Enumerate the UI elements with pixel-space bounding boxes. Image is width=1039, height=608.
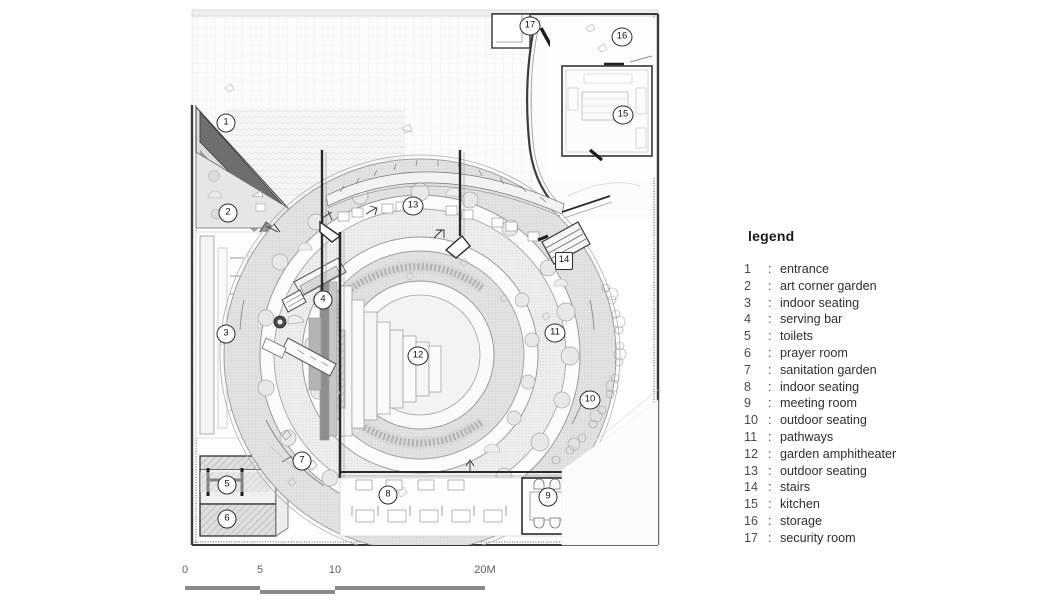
floor-plan-drawing: 1 2 3 4 5 6 7 8 9 10 11 12 13 14 15 16 1…	[170, 0, 690, 560]
legend-item-4: 4 : serving bar	[744, 312, 1004, 329]
scale-tick-5: 5	[256, 564, 264, 576]
legend-label: toilets	[780, 329, 813, 344]
legend-item-12: 12 : garden amphitheater	[744, 447, 1004, 464]
legend-item-5: 5 : toilets	[744, 329, 1004, 346]
scale-tick-0: 0	[181, 564, 189, 576]
legend-item-15: 15 : kitchen	[744, 497, 1004, 514]
legend-number: 10	[744, 413, 759, 428]
legend-number: 16	[744, 513, 759, 528]
legend-number: 14	[744, 480, 759, 495]
plan-marker-5: 5	[217, 475, 237, 495]
plan-marker-11: 11	[544, 323, 566, 343]
plan-marker-14: 14	[555, 252, 573, 270]
scale-tick-10: 10	[328, 564, 342, 576]
legend-number: 17	[744, 530, 759, 545]
legend-separator: :	[768, 463, 772, 478]
legend-label: security room	[780, 530, 856, 545]
legend-item-2: 2 : art corner garden	[744, 279, 1004, 296]
legend-item-9: 9 : meeting room	[744, 396, 1004, 413]
legend-label: kitchen	[780, 497, 820, 512]
legend-item-16: 16 : storage	[744, 514, 1004, 531]
legend-number: 6	[744, 345, 752, 360]
legend-item-3: 3 : indoor seating	[744, 296, 1004, 313]
legend-label: garden amphitheater	[780, 446, 897, 461]
legend-label: meeting room	[780, 396, 857, 411]
plan-marker-12: 12	[407, 346, 429, 366]
plan-marker-3: 3	[216, 324, 236, 344]
legend-number: 7	[744, 362, 752, 377]
legend-item-1: 1 : entrance	[744, 262, 1004, 279]
legend-separator: :	[768, 329, 772, 344]
legend-item-6: 6 : prayer room	[744, 346, 1004, 363]
legend-item-8: 8 : indoor seating	[744, 380, 1004, 397]
legend-number: 9	[744, 396, 752, 411]
legend-separator: :	[768, 530, 772, 545]
legend-label: outdoor seating	[780, 463, 867, 478]
legend-number: 1	[744, 262, 752, 276]
legend-number: 4	[744, 312, 752, 327]
legend-item-14: 14 : stairs	[744, 480, 1004, 497]
plan-marker-2: 2	[218, 203, 238, 223]
legend-item-13: 13 : outdoor seating	[744, 464, 1004, 481]
legend-item-11: 11 : pathways	[744, 430, 1004, 447]
legend-item-17: 17 : security room	[744, 531, 1004, 548]
scale-bar: 0 5 10 20M	[182, 564, 496, 602]
legend-separator: :	[768, 345, 772, 360]
plan-marker-8: 8	[378, 485, 398, 505]
plan-marker-7: 7	[292, 451, 312, 471]
scale-bar-labels: 0 5 10 20M	[181, 564, 496, 578]
legend-label: storage	[780, 513, 823, 528]
legend-panel: legend 1 : entrance 2 : art corner garde…	[744, 228, 1004, 548]
legend-item-10: 10 : outdoor seating	[744, 413, 1004, 430]
legend-label: entrance	[780, 262, 830, 276]
legend-separator: :	[768, 497, 772, 512]
legend-separator: :	[768, 278, 772, 293]
legend-separator: :	[768, 379, 772, 394]
legend-number: 11	[744, 429, 758, 444]
plan-marker-15: 15	[612, 105, 634, 125]
legend-number: 2	[744, 278, 752, 293]
legend-separator: :	[768, 446, 772, 461]
legend-label: indoor seating	[780, 379, 860, 394]
plan-marker-17: 17	[519, 16, 541, 36]
scale-bar-segment-c	[335, 586, 485, 590]
plan-marker-16: 16	[611, 27, 633, 47]
scale-bar-segment-a	[185, 586, 260, 590]
legend-separator: :	[768, 413, 772, 428]
legend-separator: :	[768, 295, 772, 310]
plan-marker-1: 1	[216, 113, 236, 133]
plan-marker-9: 9	[538, 487, 558, 507]
plan-svg	[190, 9, 660, 546]
legend-number: 12	[744, 446, 759, 461]
legend-label: prayer room	[780, 345, 848, 360]
legend-label: pathways	[780, 429, 834, 444]
legend-number: 5	[744, 329, 752, 344]
plan-marker-10: 10	[579, 390, 601, 410]
legend-number: 15	[744, 497, 759, 512]
scale-bar-segment-b	[260, 590, 335, 594]
scale-tick-20: 20M	[474, 564, 496, 576]
legend-item-7: 7 : sanitation garden	[744, 363, 1004, 380]
plan-marker-6: 6	[217, 509, 237, 529]
legend-label: sanitation garden	[780, 362, 877, 377]
legend-separator: :	[768, 362, 772, 377]
legend-separator: :	[768, 396, 772, 411]
legend-number: 8	[744, 379, 752, 394]
legend-separator: :	[768, 480, 772, 495]
legend-title: legend	[748, 228, 795, 244]
legend-label: serving bar	[780, 312, 843, 327]
legend-label: outdoor seating	[780, 413, 867, 428]
legend-number: 13	[744, 463, 759, 478]
legend-separator: :	[768, 429, 772, 444]
legend-label: stairs	[780, 480, 811, 495]
legend-number: 3	[744, 295, 752, 310]
legend-separator: :	[768, 513, 772, 528]
legend-separator: :	[768, 262, 772, 276]
plan-marker-4: 4	[313, 290, 333, 310]
legend-label: indoor seating	[780, 295, 860, 310]
legend-label: art corner garden	[780, 278, 877, 293]
legend-separator: :	[768, 312, 772, 327]
legend-list: 1 : entrance 2 : art corner garden 3 : i…	[744, 262, 1004, 548]
plan-marker-13: 13	[402, 196, 424, 216]
